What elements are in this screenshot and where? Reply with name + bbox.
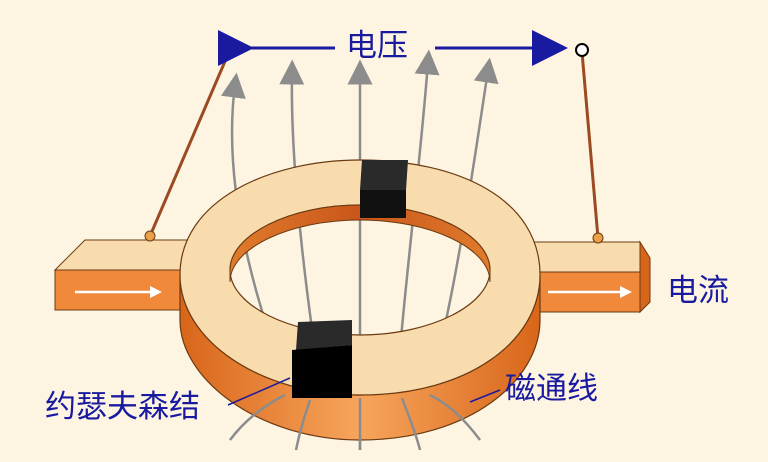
flux-lines-label: 磁通线: [505, 371, 598, 407]
josephson-junction-label: 约瑟夫森结: [45, 389, 200, 425]
flux-line: [400, 397, 422, 451]
terminal-left: [222, 43, 236, 57]
flux-line: [229, 393, 286, 441]
flux-line: [294, 399, 312, 451]
junction-pointer: [227, 377, 291, 406]
terminal-right: [575, 43, 589, 57]
ring-inner-wall: [229, 204, 491, 283]
josephson-junction-top: [360, 160, 408, 218]
flux-line: [429, 393, 481, 441]
josephson-junction-bottom: [292, 320, 352, 398]
flux-lines-lower: [229, 393, 481, 451]
contact-dot-right: [592, 232, 604, 244]
current-label: 电流: [667, 273, 729, 309]
contact-dot-left: [144, 230, 156, 242]
voltage-label: 电压: [346, 28, 408, 64]
flux-pointer: [469, 389, 501, 403]
